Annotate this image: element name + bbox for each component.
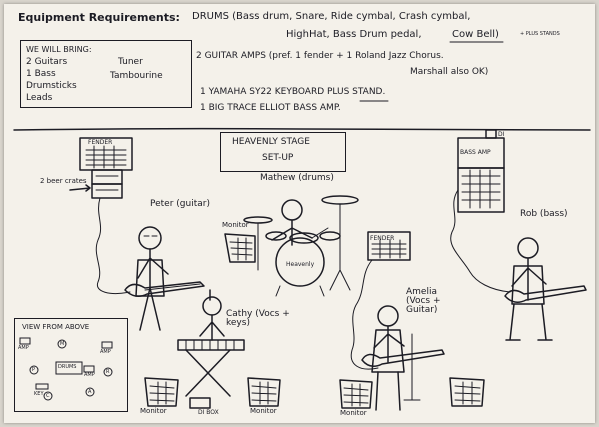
monitor-left-label: Monitor <box>222 221 249 229</box>
rob-figure <box>504 237 587 341</box>
vfa-letter-r: R <box>106 369 110 375</box>
cable-right <box>450 189 511 293</box>
di-box-label: DI BOX <box>198 409 219 416</box>
monitor-bottom-left-label: Monitor <box>140 407 167 415</box>
view-from-above-box <box>14 318 128 412</box>
view-from-above-map <box>19 337 113 401</box>
vfa-letter-a: A <box>88 389 92 395</box>
peter-figure <box>124 226 205 331</box>
drums-line-2: HighHat, Bass Drum pedal, <box>286 29 422 40</box>
amps-line-2: Marshall also OK) <box>410 67 489 77</box>
bring-item-tuner: Tuner <box>118 57 143 67</box>
monitor-wedge-far-right <box>449 377 485 407</box>
vfa-letter-p: P <box>32 367 36 373</box>
arrow-beer-crates <box>69 184 91 192</box>
amelia-label: Amelia (Vocs + Guitar) <box>406 287 441 315</box>
stage-title-box <box>220 132 346 172</box>
beer-crates-label: 2 beer crates <box>40 177 87 185</box>
requirements-title: Equipment Requirements: <box>18 11 180 24</box>
stage-title-line-2: SET-UP <box>262 153 294 163</box>
bring-item-drumsticks: Drumsticks <box>26 81 77 91</box>
monitor-wedge-right <box>339 379 373 409</box>
drums-line-1: DRUMS (Bass drum, Snare, Ride cymbal, Cr… <box>192 11 471 22</box>
di-top-label: DI <box>498 131 505 138</box>
monitor-wedge-left <box>144 377 179 407</box>
monitor-bottom-mid-label: Monitor <box>250 407 277 415</box>
bring-item-leads: Leads <box>26 93 53 103</box>
rob-label: Rob (bass) <box>520 209 568 219</box>
di-box <box>189 397 211 409</box>
vfa-amp-mid-label: AMP <box>84 372 95 378</box>
vfa-amp-left-label: AMP <box>18 345 29 351</box>
monitor-wedge-mid <box>247 377 281 407</box>
bass-amp-label: BASS AMP <box>460 149 491 156</box>
we-will-bring-box <box>20 40 192 108</box>
separator-line <box>13 127 591 131</box>
vfa-letter-c: C <box>46 393 50 399</box>
mathew-label: Mathew (drums) <box>260 173 334 183</box>
view-from-above-title: VIEW FROM ABOVE <box>22 323 90 331</box>
we-will-bring-heading: WE WILL BRING: <box>26 45 92 54</box>
guitar-amp-center <box>367 231 411 261</box>
bring-item-tambourine: Tambourine <box>110 71 163 81</box>
cathy-label: Cathy (Vocs + keys) <box>226 309 290 328</box>
peter-label: Peter (guitar) <box>150 199 210 209</box>
bass-amp-line: 1 BIG TRACE ELLIOT BASS AMP. <box>200 103 341 113</box>
cathy-figure <box>177 289 245 397</box>
guitar-amp-left <box>79 137 133 199</box>
cable-center <box>350 259 379 370</box>
drummer-figure <box>243 195 359 297</box>
monitor-peter <box>224 233 256 263</box>
keyboard-line: 1 YAMAHA SY22 KEYBOARD PLUS STAND. <box>200 87 386 97</box>
vfa-drums-label: DRUMS <box>58 364 77 370</box>
vfa-amp-right-label: AMP <box>100 349 111 355</box>
cable-left <box>95 197 131 295</box>
amp-center-label: FENDER <box>370 235 395 242</box>
amp-left-label: FENDER <box>88 139 113 146</box>
drum-logo-label: Heavenly <box>286 261 315 268</box>
bring-item-bass: 1 Bass <box>26 69 56 79</box>
amelia-figure <box>361 305 445 411</box>
vfa-key-label: KEY <box>34 391 44 397</box>
amps-line-1: 2 GUITAR AMPS (pref. 1 fender + 1 Roland… <box>196 51 444 61</box>
bring-item-guitars: 2 Guitars <box>26 57 68 67</box>
paper-sheet <box>4 4 595 423</box>
plus-stands-note: + PLUS STANDS <box>520 31 560 37</box>
cowbell-text: Cow Bell) <box>452 29 499 40</box>
monitor-bottom-right-label: Monitor <box>340 409 367 417</box>
vfa-letter-m: M <box>60 341 65 347</box>
bass-amp <box>457 129 505 213</box>
stage-title-line-1: HEAVENLY STAGE <box>232 137 310 147</box>
